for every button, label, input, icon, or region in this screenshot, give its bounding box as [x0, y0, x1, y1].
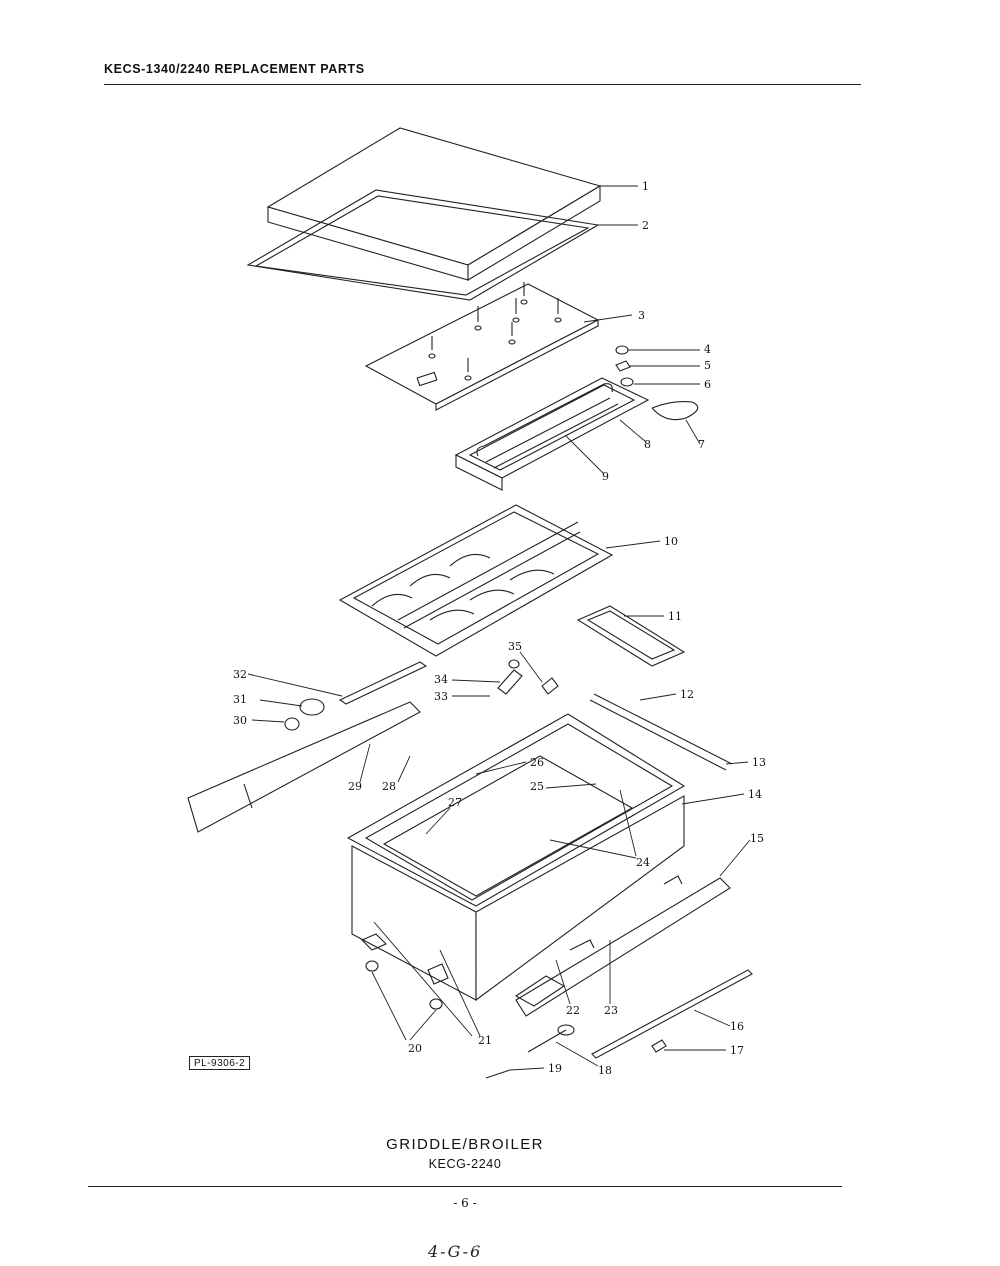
part-probe [485, 1024, 575, 1079]
part-small-fittings [615, 345, 699, 421]
callout-14: 14 [748, 788, 762, 801]
callout-10: 10 [664, 535, 678, 548]
callout-6: 6 [704, 378, 711, 391]
part-housing [346, 713, 686, 1002]
part-lower-rail [591, 969, 753, 1059]
part-cover-plate [364, 282, 600, 411]
callout-31: 31 [233, 693, 247, 706]
part-hinge-brackets [361, 933, 449, 1010]
callout-1: 1 [642, 180, 649, 193]
footer-divider [88, 1186, 842, 1187]
callout-7: 7 [698, 438, 705, 451]
callout-25: 25 [530, 780, 544, 793]
part-side-rail [187, 701, 421, 833]
header-divider [104, 84, 861, 85]
part-front-panel [514, 875, 731, 1017]
callout-33: 33 [434, 690, 448, 703]
part-griddle-plate [266, 127, 602, 281]
callout-20: 20 [408, 1042, 422, 1055]
callout-22: 22 [566, 1004, 580, 1017]
page-number: - 6 - [453, 1196, 477, 1210]
callout-numbers: 1 2 3 4 5 6 7 8 9 10 11 12 13 14 15 16 1… [233, 180, 766, 1077]
callout-13: 13 [752, 756, 766, 769]
callout-30: 30 [233, 714, 247, 727]
callout-9: 9 [602, 470, 609, 483]
callout-11: 11 [668, 610, 682, 623]
diagram-caption-title: GRIDDLE/BROILER [386, 1136, 544, 1153]
callout-18: 18 [598, 1064, 612, 1077]
part-drip-pan [338, 504, 614, 657]
page-header-title: KECS-1340/2240 REPLACEMENT PARTS [104, 62, 365, 76]
drawing-id-box: PL-9306-2 [189, 1056, 251, 1070]
callout-19: 19 [548, 1062, 562, 1075]
callout-12: 12 [680, 688, 694, 701]
callout-28: 28 [382, 780, 396, 793]
diagram-caption-model: KECG-2240 [428, 1157, 502, 1171]
callout-21: 21 [478, 1034, 492, 1047]
callout-27: 27 [448, 796, 462, 809]
callout-17: 17 [730, 1044, 744, 1057]
part-tray [576, 605, 686, 667]
callout-23: 23 [604, 1004, 618, 1017]
part-thermostat-bracket [497, 659, 559, 695]
callout-4: 4 [704, 343, 711, 356]
callout-24a: 24 [636, 856, 650, 869]
callout-leaders [247, 185, 751, 1071]
part-knob-assembly [284, 661, 428, 731]
handwritten-note: 4-G-6 [428, 1242, 483, 1261]
callout-3: 3 [638, 309, 645, 322]
callout-5: 5 [704, 359, 711, 372]
callout-35: 35 [508, 640, 522, 653]
callout-16: 16 [730, 1020, 744, 1033]
part-rod [589, 693, 733, 771]
callout-8: 8 [644, 438, 651, 451]
callout-26: 26 [530, 756, 544, 769]
callout-15: 15 [750, 832, 764, 845]
callout-29: 29 [348, 780, 362, 793]
callout-32: 32 [233, 668, 247, 681]
part-element-frame [454, 377, 650, 491]
callout-2: 2 [642, 219, 649, 232]
callout-34: 34 [434, 673, 448, 686]
